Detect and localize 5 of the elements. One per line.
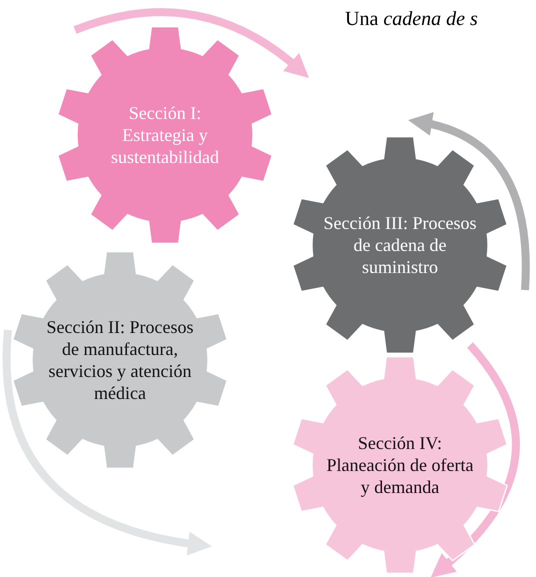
gear-label: Sección IV: Planeación de oferta y demanda bbox=[326, 432, 474, 498]
gear-label: Sección I: Estrategia y sustentabilidad bbox=[110, 102, 220, 168]
gear-label: Sección II: Procesos de manufactura, servicios y atención médica bbox=[46, 316, 194, 404]
heading-text: Una cadena de s bbox=[345, 8, 478, 31]
gear-label: Sección III: Procesos de cadena de suministro bbox=[322, 212, 478, 278]
